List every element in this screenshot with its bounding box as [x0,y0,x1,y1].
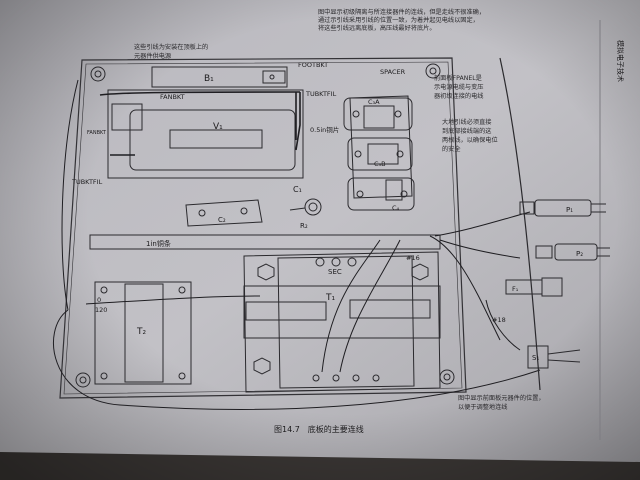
tubktfil-top-label: TUBKTFIL [305,90,337,98]
p1-label: P₁ [566,206,573,214]
tubktfil-wires [99,91,301,156]
f1-label: F₁ [512,285,519,293]
front-panel-line [499,57,541,391]
wire16-label: #16 [406,254,420,262]
note-right-panel-1: 前面板FPANEL是 [434,74,482,82]
t2-transformer [94,281,192,385]
note-top-left-1: 这些引线为安装在顶板上的 [134,43,208,51]
note-bottom-right-1: 图中显示前面板元器件的位置， [458,394,545,402]
note-top-center-2: 通过示引线采用引线的位置一致，为着并起见电线以固定， [318,16,479,24]
note-right-panel-2: 示电源电缆与变压 [434,83,484,91]
note-top-center-3: 将这些引线远离底板，高压线最好将底片。 [318,24,436,32]
capacitor-stack [343,95,415,211]
side-tab-text: 模拟电子技术 [616,40,625,82]
note-right-ground-4: 的安全 [442,145,461,153]
footbkt-label: FOOTBKT [298,61,328,69]
v1-window [169,129,263,149]
c3a-label: C₃A [368,98,380,106]
note-right-ground-2: 到底部接线端的这 [442,127,492,135]
tap0-label: 0 [97,296,101,304]
spacer-label: SPACER [380,68,406,76]
fanbkt-frame [107,89,304,179]
fanbkt-left-label: FANBKT [87,130,107,136]
r2-label: R₂ [300,222,308,230]
note-top-center-1: 图中显示初级隔离与所连接器件的连线，但是走线不很准确， [318,8,485,16]
c2-capacitor [185,199,263,227]
c2-label: C₂ [218,216,226,224]
c1-r2-assembly [289,198,322,216]
copper-sheet-label: 0.5in铜片 [310,125,339,134]
b1-bracket [151,66,288,88]
t1-transformer [243,251,441,393]
c4-label: C₄ [392,204,400,212]
wire18-label: #18 [492,316,506,324]
c3b-label: C₃B [374,160,386,168]
note-right-ground-3: 两根线，以确保电位 [442,136,498,144]
c1-label: C₁ [293,185,302,194]
figure-caption: 图14.7 底板的主要连线 [274,424,364,434]
note-bottom-right-2: 以便于调整地连线 [458,403,508,411]
corner-screws [75,63,455,388]
s1-label: S₁ [532,354,539,362]
plug-p1 [519,199,606,217]
sec-label: SEC [328,268,342,276]
v1-label: V₁ [213,122,223,132]
copper-bar-label: 1in铜条 [146,239,171,248]
chassis [59,57,467,399]
p2-label: P₂ [576,250,583,258]
fanbkt-label: FANBKT [160,93,185,101]
t2-label: T₂ [136,327,146,337]
b1-label: B₁ [204,74,214,84]
t1-label: T₁ [325,293,335,303]
switch-s1 [527,345,581,369]
note-top-left-2: 元器件供电源 [134,52,171,60]
tap120-label: 120 [95,306,107,314]
fan-bracket-left [111,103,143,131]
fuse-f1 [505,277,563,297]
plug-p2 [535,243,610,261]
wiring [53,79,541,410]
note-right-panel-3: 器初级连接的电线 [434,92,484,100]
note-right-ground-1: 大地引线必须直接 [442,118,492,126]
v1-tube [129,109,296,171]
tubktfil-left-label: TUBKTFIL [71,178,103,186]
